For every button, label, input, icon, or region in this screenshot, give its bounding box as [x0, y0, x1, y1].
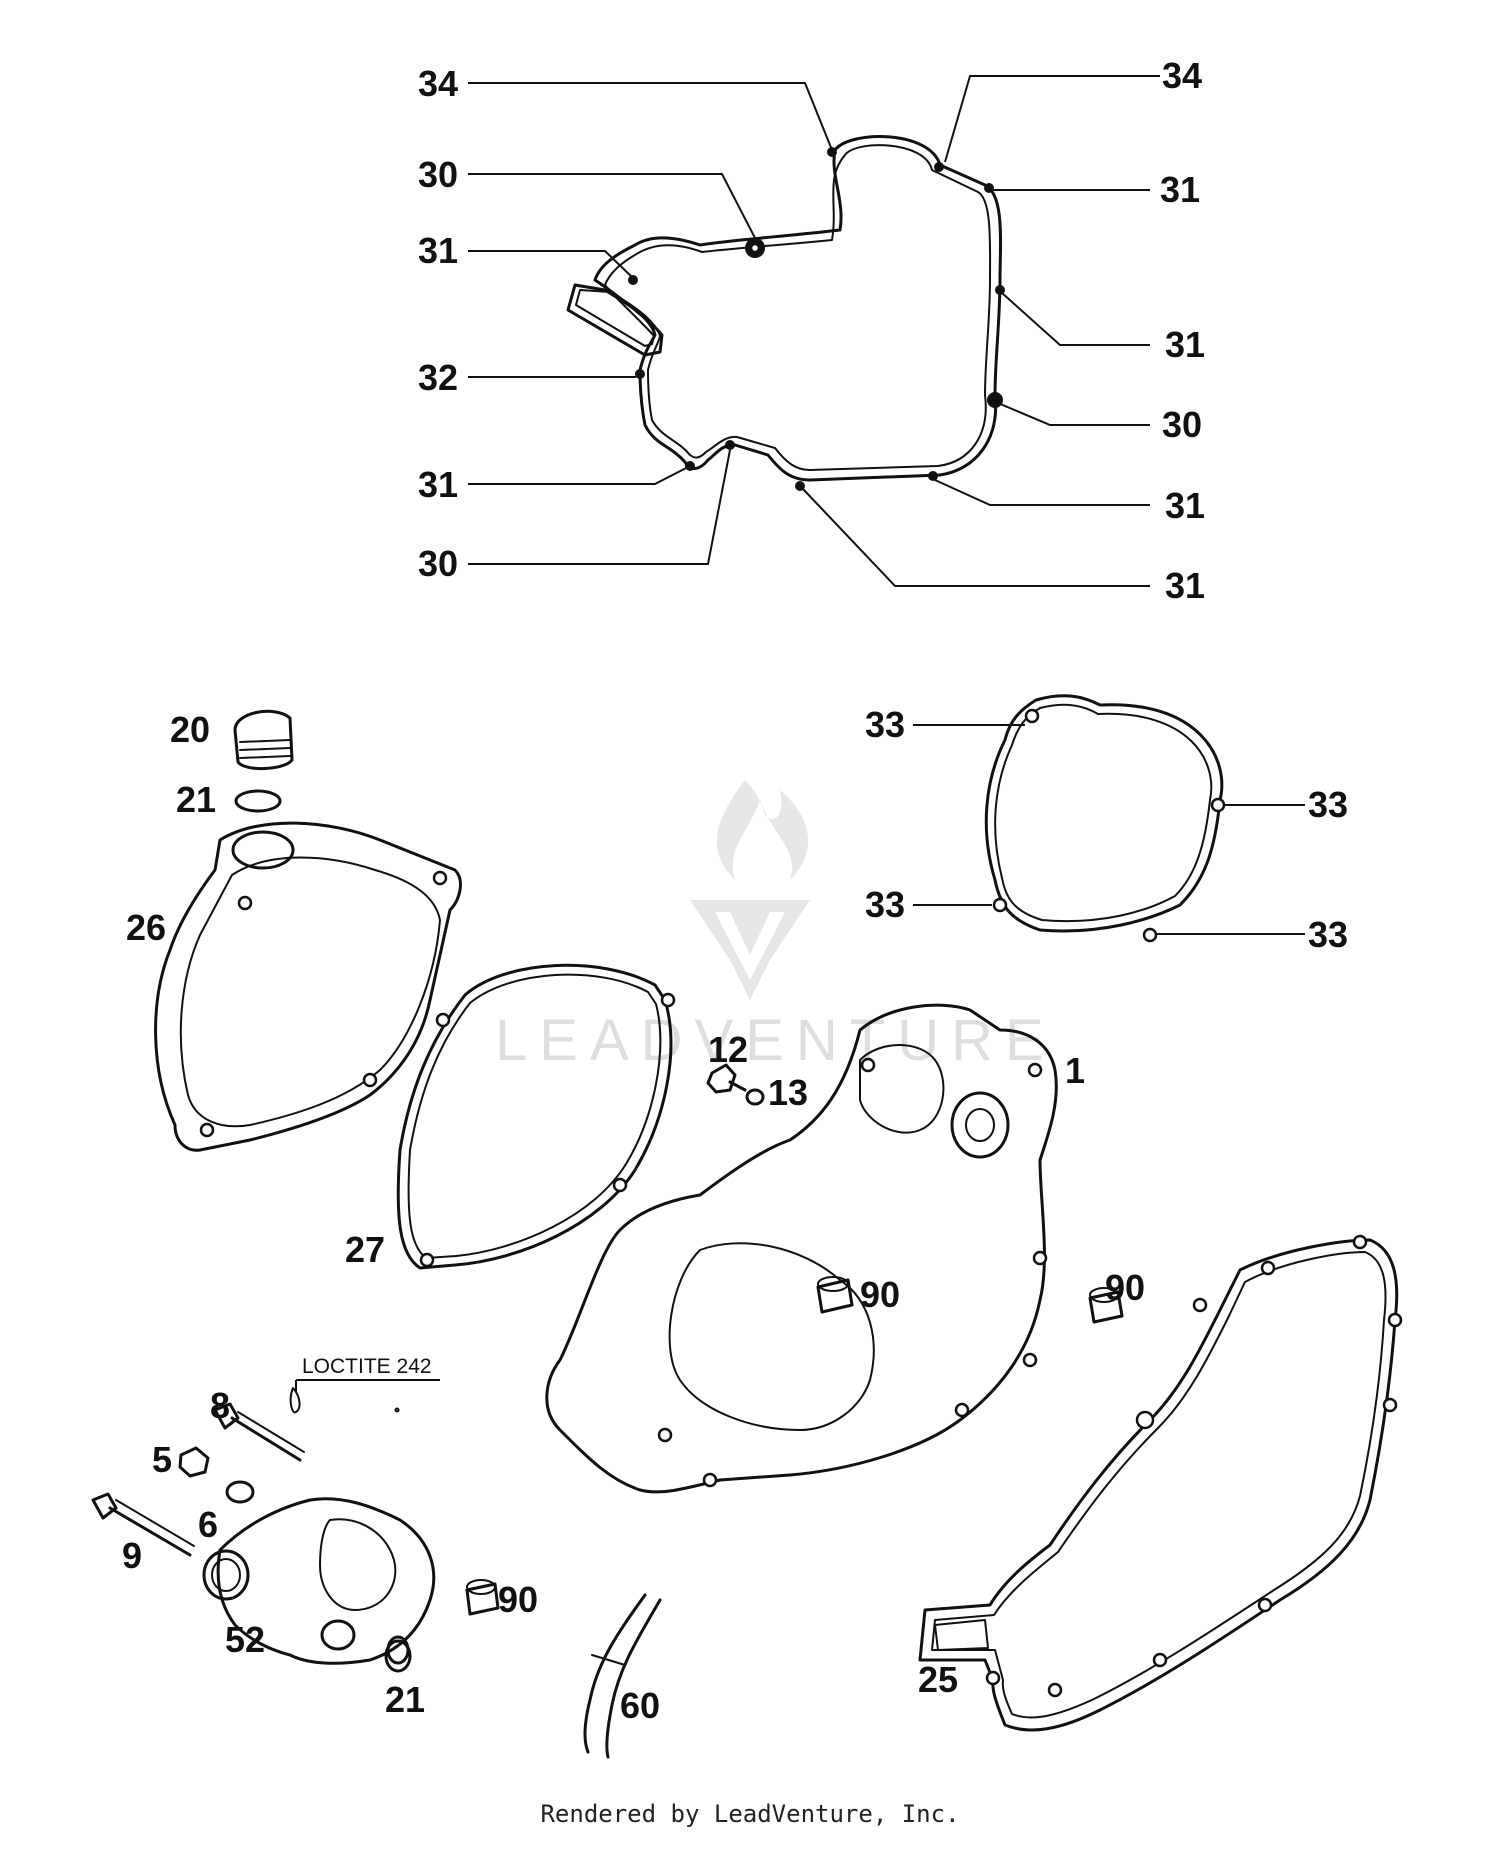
oil-filler-plug [233, 709, 294, 813]
callout-6: 6 [198, 1504, 218, 1545]
callout-1: 1 [1065, 1050, 1085, 1091]
clutch-cover [154, 821, 462, 1152]
callout-31-right-lower: 31 [1165, 485, 1205, 526]
callout-33-right-upper: 33 [1308, 784, 1348, 825]
callout-33-right-lower: 33 [1308, 914, 1348, 955]
hose [583, 1593, 662, 1759]
callout-33-top: 33 [865, 704, 905, 745]
callout-60: 60 [620, 1685, 660, 1726]
callout-21-upper: 21 [176, 779, 216, 820]
callout-33-left: 33 [865, 884, 905, 925]
callout-9: 9 [122, 1535, 142, 1576]
callout-30-lower: 30 [418, 543, 458, 584]
crankcase-gasket [918, 1234, 1403, 1732]
callout-31-bottom: 31 [1165, 565, 1205, 606]
callout-27: 27 [345, 1229, 385, 1270]
clutch-cover-gasket [396, 963, 676, 1270]
callout-26: 26 [126, 907, 166, 948]
callout-31-left-lower: 31 [418, 464, 458, 505]
callout-31-right-mid: 31 [1165, 324, 1205, 365]
callout-90-lower: 90 [498, 1579, 538, 1620]
callout-13: 13 [768, 1072, 808, 1113]
ignition-cover-gasket [913, 694, 1305, 943]
callout-30-right: 30 [1162, 404, 1202, 445]
callout-8: 8 [210, 1385, 230, 1426]
clutch-cover-gasket-top [566, 135, 1005, 491]
dowel-pins [465, 1276, 1124, 1616]
footer-credit: Rendered by LeadVenture, Inc. [540, 1800, 960, 1828]
callout-90-center: 90 [860, 1274, 900, 1315]
bolts-and-plug [91, 1387, 305, 1557]
callout-34-right: 34 [1162, 55, 1202, 96]
callout-31-left-upper: 31 [418, 230, 458, 271]
inner-clutch-cover [545, 1003, 1058, 1494]
screw-and-washer [706, 1063, 765, 1106]
watermark-text: LEADVENTURE [495, 1008, 1056, 1073]
callout-30-upper: 30 [418, 154, 458, 195]
callout-numbers: 34 34 30 31 31 31 32 30 31 31 30 31 20 2… [122, 55, 1348, 1726]
lower-o-ring [384, 1639, 412, 1673]
callout-5: 5 [152, 1439, 172, 1480]
callout-12: 12 [708, 1029, 748, 1070]
callout-25: 25 [918, 1659, 958, 1700]
callout-21-lower: 21 [385, 1679, 425, 1720]
callout-34-left: 34 [418, 63, 458, 104]
callout-20: 20 [170, 709, 210, 750]
leader-lines-top [468, 75, 1160, 587]
callout-90-right: 90 [1105, 1267, 1145, 1308]
loctite-note: LOCTITE 242 [302, 1355, 432, 1378]
callout-32: 32 [418, 357, 458, 398]
leadventure-watermark: LEADVENTURE [495, 780, 1056, 1073]
callout-52: 52 [225, 1619, 265, 1660]
callout-31-right-upper: 31 [1160, 169, 1200, 210]
